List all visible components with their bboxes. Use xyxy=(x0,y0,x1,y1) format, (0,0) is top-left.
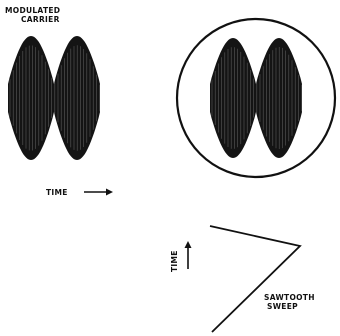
sawtooth-sweep-line xyxy=(210,226,300,332)
modulated-carrier-waveform xyxy=(8,36,100,160)
arrow-up-icon xyxy=(185,241,192,269)
scope-waveform xyxy=(210,38,302,158)
arrow-right-icon xyxy=(84,189,113,196)
